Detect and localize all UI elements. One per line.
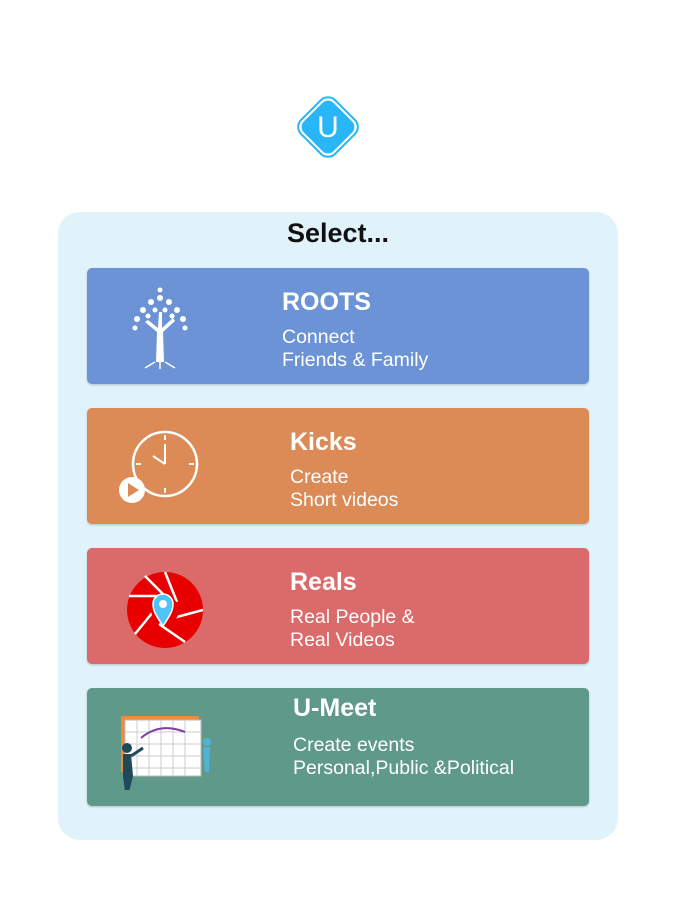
option-title: Kicks: [290, 428, 357, 456]
option-reals[interactable]: Reals Real People &Real Videos: [87, 548, 589, 664]
calendar-people-icon: [115, 702, 211, 792]
option-title: Reals: [290, 568, 357, 596]
option-description: Real People &Real Videos: [290, 606, 415, 651]
option-title: ROOTS: [282, 288, 371, 316]
dialog-title: Select...: [286, 218, 390, 248]
clock-play-icon: [115, 422, 203, 510]
camera-shutter-location-icon: [115, 562, 204, 650]
app-logo: U: [291, 90, 365, 164]
option-title: U-Meet: [293, 694, 377, 722]
logo-letter: U: [317, 111, 339, 144]
tree-icon: [115, 282, 203, 370]
